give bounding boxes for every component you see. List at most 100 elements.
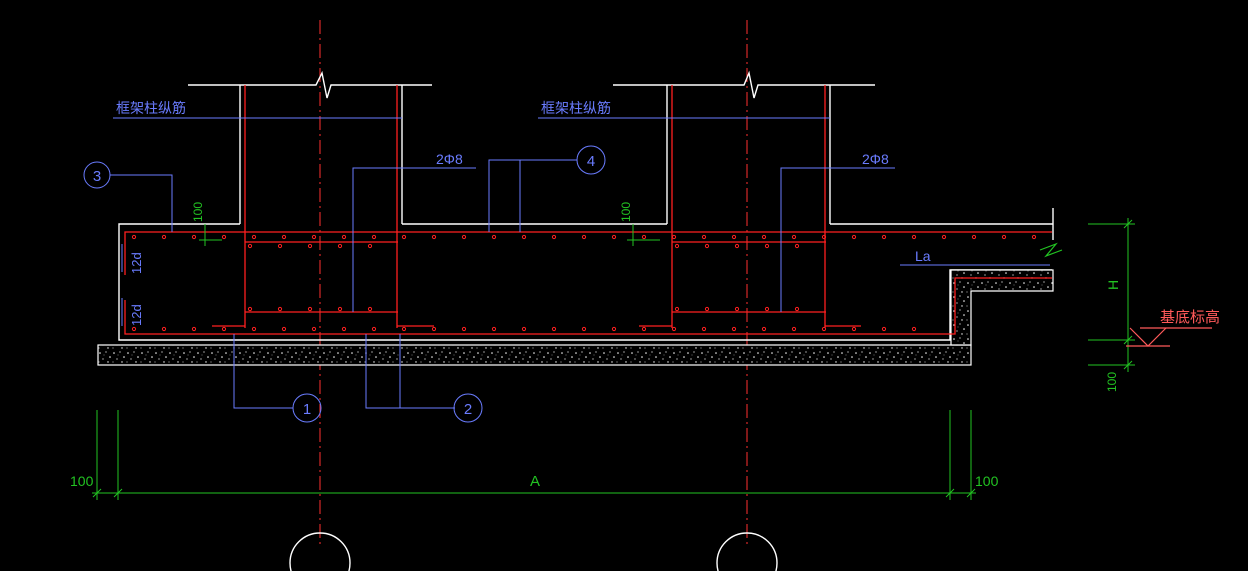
axis-bubble-right [716, 532, 778, 571]
rebar-dot [794, 243, 800, 249]
cover-label-left: 100 [191, 202, 205, 222]
axis-bubble-left [289, 532, 351, 571]
rebar-dot [731, 234, 737, 240]
rebar-dot [671, 234, 677, 240]
rebar-dot [704, 306, 710, 312]
rebar-dot [911, 234, 917, 240]
rebar-dot [311, 326, 317, 332]
rebar-dot [941, 234, 947, 240]
rebar-dot [277, 306, 283, 312]
rebar-dot [761, 234, 767, 240]
rebar-dot [371, 234, 377, 240]
break-symbol [1039, 242, 1063, 258]
rebar-dot [247, 306, 253, 312]
dim-total-label: A [530, 473, 540, 490]
rebar-dot [1031, 234, 1037, 240]
rebar-dot [431, 234, 437, 240]
rebar-dot [881, 234, 887, 240]
rebar-dot [491, 234, 497, 240]
callout-circle-1 [292, 393, 322, 423]
axis-bubbles [289, 532, 778, 571]
rebar-dot [611, 326, 617, 332]
rebar-dot [791, 234, 797, 240]
stirrup-label-left: 2Φ8 [436, 151, 463, 167]
rebar-dot [794, 306, 800, 312]
rebar-dot [734, 306, 740, 312]
rebar-dot [821, 326, 827, 332]
top-main-bar [124, 231, 1052, 275]
callout-2-label: 2 [464, 401, 472, 418]
rebar-dot [521, 234, 527, 240]
rebar-dot [221, 326, 227, 332]
rebar-dot [491, 326, 497, 332]
callout-circle-2 [453, 393, 483, 423]
rebar-dot [821, 234, 827, 240]
rebar-dot [764, 243, 770, 249]
rebar-dot [281, 234, 287, 240]
rebar-dot [704, 243, 710, 249]
bottom-main-bar [124, 277, 1052, 335]
rebar-dot [131, 234, 137, 240]
rebar-dot [581, 326, 587, 332]
base-elevation-symbol [1126, 327, 1212, 347]
beam-outline [118, 208, 1054, 341]
dim-right-label: 100 [975, 473, 999, 489]
stirrup-label-right: 2Φ8 [862, 151, 889, 167]
base-cushion-label: 100 [1105, 372, 1119, 392]
rebar-dot [674, 243, 680, 249]
rebar-dot [971, 234, 977, 240]
rebar-dot [761, 326, 767, 332]
rebar-dot [641, 234, 647, 240]
rebar-dot [674, 306, 680, 312]
rebar-dot [701, 326, 707, 332]
callout-4-label: 4 [587, 153, 595, 170]
anchor-label-bottom: 12d [129, 304, 144, 326]
col-rebar-label-left: 框架柱纵筋 [116, 100, 186, 117]
rebar-dot [401, 326, 407, 332]
rebar-dot [764, 306, 770, 312]
rebar-dot [461, 326, 467, 332]
column-left-breakline [188, 70, 432, 99]
rebar-dot [611, 234, 617, 240]
rebar-dot [337, 306, 343, 312]
cushion-bottom [97, 344, 972, 366]
rebars [124, 85, 1052, 335]
rebar-dot [734, 243, 740, 249]
rebar-dot [191, 326, 197, 332]
rebar-dot [367, 243, 373, 249]
callout-circle-4 [576, 145, 606, 175]
rebar-dot [521, 326, 527, 332]
rebar-dot [881, 326, 887, 332]
rebar-dot [911, 326, 917, 332]
rebar-dot [191, 234, 197, 240]
cover-label-right: 100 [619, 202, 633, 222]
col-rebar-label-right: 框架柱纵筋 [541, 100, 611, 117]
rebar-dot [307, 243, 313, 249]
rebar-dot [371, 326, 377, 332]
callout-circle-3 [83, 161, 111, 189]
rebar-dot [431, 326, 437, 332]
rebar-dot [281, 326, 287, 332]
rebar-dot [307, 306, 313, 312]
rebar-dot [671, 326, 677, 332]
cushion-step [950, 269, 1054, 346]
rebar-dot [581, 234, 587, 240]
rebar-dot [461, 234, 467, 240]
rebar-dot [641, 326, 647, 332]
rebar-dot [851, 326, 857, 332]
rebar-dot [221, 234, 227, 240]
column-right-breakline [613, 70, 875, 99]
rebar-dot [161, 326, 167, 332]
rebar-dot [251, 234, 257, 240]
rebar-dot [851, 234, 857, 240]
rebar-dot [311, 234, 317, 240]
dim-left-label: 100 [70, 473, 94, 489]
height-dim-label: H [1105, 280, 1121, 290]
rebar-dots [131, 234, 1037, 332]
rebar-dot [731, 326, 737, 332]
callout-3-label: 3 [93, 168, 101, 185]
rebar-dot [277, 243, 283, 249]
rebar-dot [161, 234, 167, 240]
columns [188, 70, 875, 224]
rebar-dot [551, 234, 557, 240]
